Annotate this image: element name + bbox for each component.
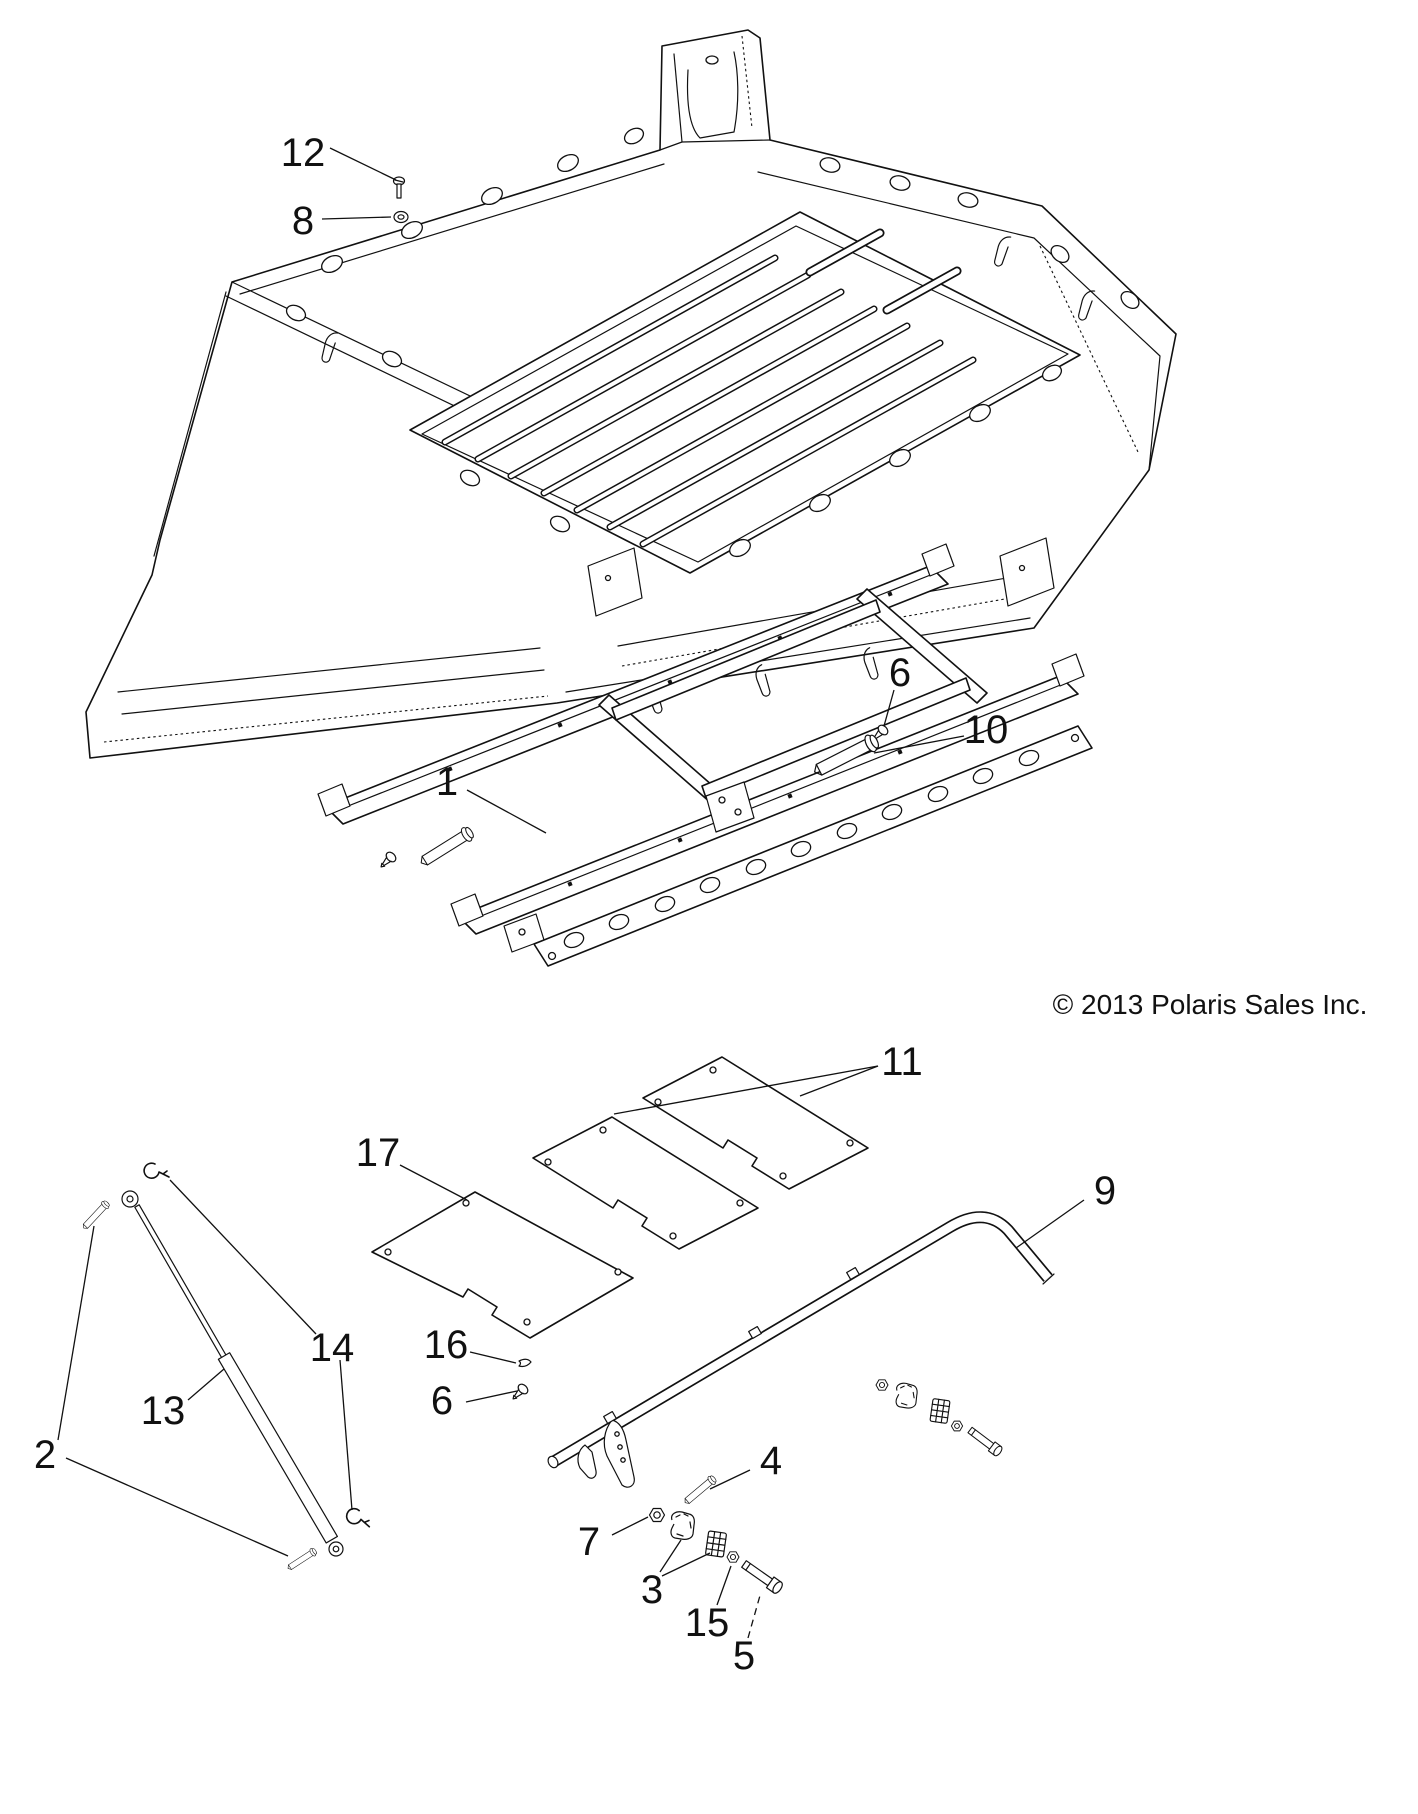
callout-10: 10 (873, 708, 1009, 754)
box-floor (409, 211, 1081, 574)
clamp-right-b (929, 1397, 951, 1425)
strut-clip-bottom (344, 1506, 374, 1529)
strut-pin-top (80, 1199, 112, 1232)
bolt-5 (739, 1558, 785, 1596)
svg-text:8: 8 (292, 199, 314, 243)
callout-16: 16 (424, 1323, 517, 1367)
callout-1: 1 (436, 760, 547, 834)
callout-6-bottom: 6 (431, 1379, 518, 1423)
svg-text:2: 2 (34, 1433, 56, 1477)
svg-text:1: 1 (436, 760, 458, 804)
box-tailgate-wall (103, 291, 549, 743)
svg-text:15: 15 (685, 1601, 730, 1645)
hardware-right-cluster (875, 1379, 1005, 1458)
screw-12 (392, 176, 406, 199)
callout-17: 17 (356, 1131, 468, 1201)
callout-9: 9 (1015, 1169, 1116, 1249)
svg-text:16: 16 (424, 1323, 469, 1367)
clamp-right-a (895, 1382, 918, 1409)
callout-13: 13 (141, 1368, 225, 1433)
support-tube-drawing (547, 1211, 1055, 1488)
bolt-right (966, 1425, 1005, 1458)
callout-14: 14 (169, 1179, 355, 1511)
hardware-drawing (392, 176, 1005, 1596)
nut-right (875, 1379, 889, 1391)
svg-text:3: 3 (641, 1568, 663, 1612)
svg-text:14: 14 (310, 1326, 355, 1370)
hardware-left-cluster (648, 1473, 785, 1596)
svg-text:12: 12 (281, 131, 326, 175)
floor-ribs (441, 228, 977, 548)
nut-15 (726, 1551, 740, 1563)
svg-text:9: 9 (1094, 1169, 1116, 1213)
nut-right-2 (950, 1420, 964, 1432)
callout-5: 5 (733, 1591, 762, 1678)
floor-mats-drawing (371, 1056, 869, 1339)
box-front-panel (659, 35, 771, 151)
svg-text:17: 17 (356, 1131, 401, 1175)
clamp-3a (670, 1511, 695, 1540)
cargo-box-drawing (85, 29, 1177, 759)
frame-pin (416, 824, 477, 870)
svg-text:4: 4 (760, 1439, 782, 1483)
callout-11: 11 (613, 1040, 923, 1115)
box-front-rim (757, 157, 1161, 471)
callout-8: 8 (292, 199, 392, 243)
svg-text:11: 11 (881, 1040, 923, 1084)
mat-11-right (642, 1056, 869, 1190)
callout-15: 15 (685, 1565, 732, 1645)
rail-holes (547, 733, 1080, 961)
callout-12: 12 (281, 131, 397, 181)
nut-7 (648, 1507, 666, 1523)
svg-text:6: 6 (431, 1379, 453, 1423)
callout-6-top: 6 (883, 651, 911, 727)
svg-text:6: 6 (889, 651, 911, 695)
callout-4: 4 (709, 1439, 782, 1490)
svg-text:13: 13 (141, 1389, 186, 1433)
callout-2: 2 (34, 1225, 289, 1557)
strut-clip-top (143, 1162, 170, 1179)
bed-frame-drawing (317, 537, 1093, 967)
spacer-4 (681, 1473, 719, 1507)
box-far-rim (239, 127, 665, 295)
svg-text:10: 10 (964, 708, 1009, 752)
gas-strut-drawing (80, 1162, 374, 1573)
washer-8 (393, 210, 409, 224)
strut-pin-bottom (285, 1546, 319, 1573)
mat-11-left (532, 1116, 759, 1250)
mat-17 (371, 1191, 634, 1339)
callout-7: 7 (578, 1516, 649, 1564)
copyright-text: © 2013 Polaris Sales Inc. (1053, 989, 1368, 1020)
callouts: 12 8 1 6 10 11 17 16 (34, 131, 1116, 1678)
frame-screw (376, 849, 399, 872)
svg-text:5: 5 (733, 1634, 755, 1678)
svg-text:7: 7 (578, 1520, 600, 1564)
callout-3: 3 (641, 1539, 711, 1612)
clip-16 (518, 1358, 532, 1368)
